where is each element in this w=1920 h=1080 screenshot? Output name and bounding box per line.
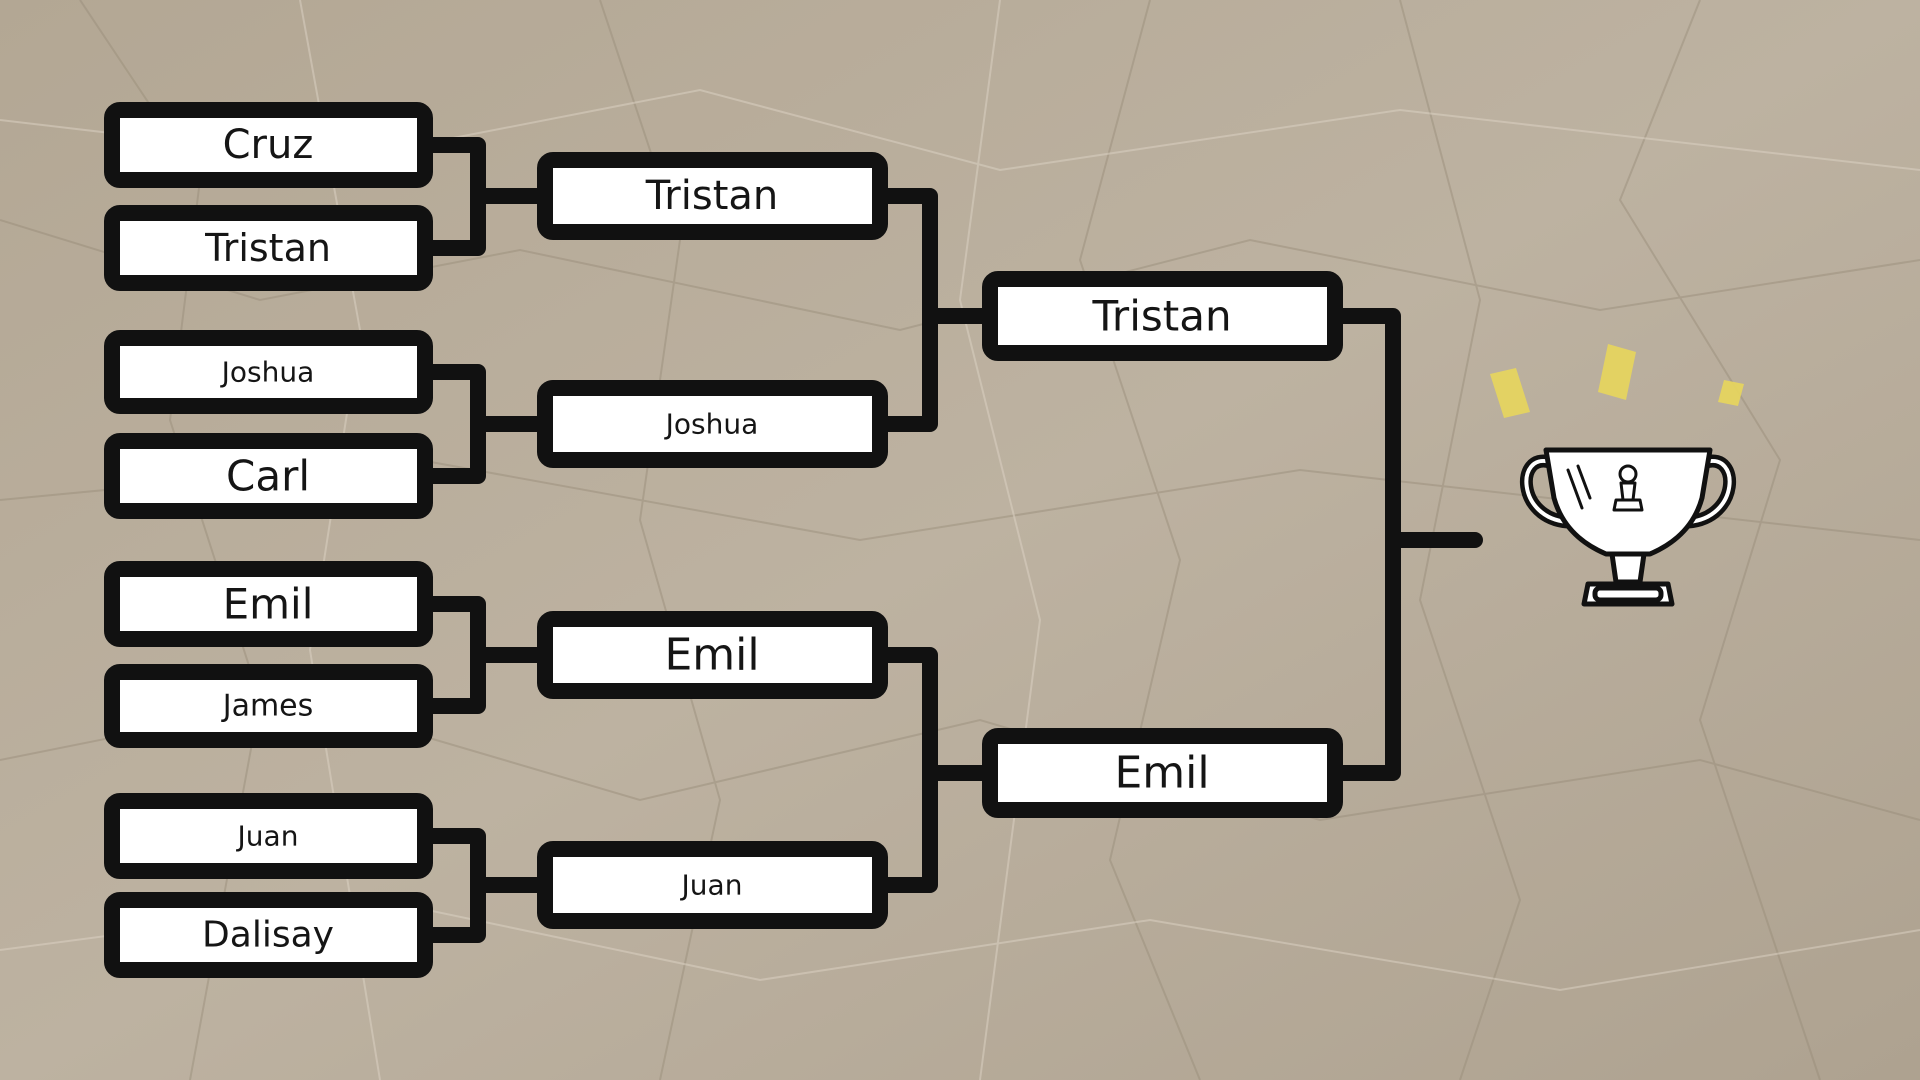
chess-pawn-icon — [1612, 464, 1644, 512]
bracket-slot: Juan — [104, 793, 433, 879]
bracket-slot: Tristan — [982, 271, 1343, 361]
team-name: Emil — [664, 630, 759, 681]
team-name: James — [221, 689, 314, 724]
team-name: Joshua — [664, 408, 759, 441]
bracket-slot: Emil — [537, 611, 888, 699]
bracket-connectors — [417, 137, 1483, 943]
team-name: Joshua — [220, 356, 315, 389]
bracket-slot: James — [104, 664, 433, 748]
trophy-icon — [1519, 447, 1737, 607]
round-2: Tristan Joshua Emil Juan — [537, 152, 888, 929]
team-name: Carl — [226, 452, 310, 501]
round-1: Cruz Tristan Joshua Carl Emil James Juan — [104, 102, 433, 978]
bracket-slot: Joshua — [104, 330, 433, 414]
bracket-slot: Dalisay — [104, 892, 433, 978]
bracket-slot: Joshua — [537, 380, 888, 468]
team-name: Juan — [236, 820, 299, 853]
bracket-slot: Juan — [537, 841, 888, 929]
bracket-slot: Tristan — [104, 205, 433, 291]
team-name: Cruz — [223, 122, 314, 168]
team-name: Tristan — [1091, 292, 1231, 341]
sparkle-marks — [1490, 344, 1744, 418]
bracket-slot: Tristan — [537, 152, 888, 240]
team-name: Emil — [223, 580, 314, 629]
bracket-slot: Emil — [104, 561, 433, 647]
bracket-slot: Emil — [982, 728, 1343, 818]
semifinal: Tristan Emil — [982, 271, 1343, 818]
bracket-slot: Carl — [104, 433, 433, 519]
team-name: Juan — [680, 869, 743, 902]
bracket-slot: Cruz — [104, 102, 433, 188]
team-name: Emil — [1114, 748, 1209, 799]
team-name: Dalisay — [202, 915, 334, 956]
team-name: Tristan — [645, 173, 779, 219]
team-name: Tristan — [204, 226, 331, 270]
